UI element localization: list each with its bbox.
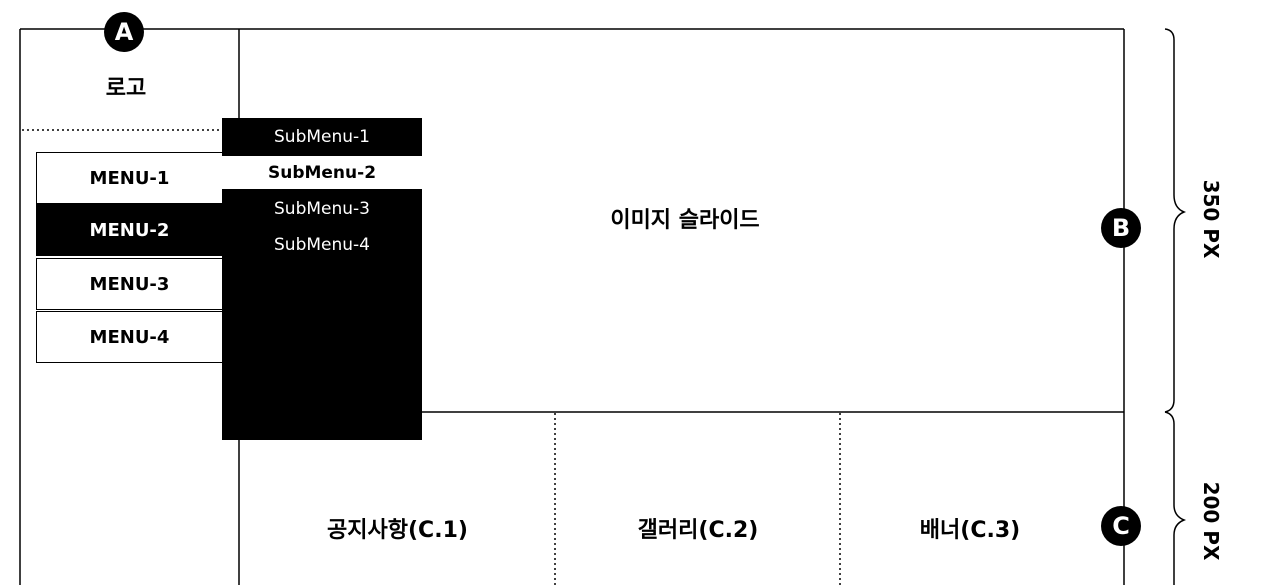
marker-b: B (1101, 208, 1141, 248)
submenu-panel: SubMenu-1 SubMenu-2 SubMenu-3 SubMenu-4 (222, 118, 422, 440)
submenu-item-2[interactable]: SubMenu-2 (222, 156, 422, 189)
dimension-bottom-label: 200 PX (1199, 481, 1223, 561)
logo[interactable]: 로고 (105, 76, 147, 101)
submenu-item-3[interactable]: SubMenu-3 (274, 198, 370, 219)
menu-item-3[interactable]: MENU-3 (36, 258, 223, 310)
marker-a: A (104, 12, 144, 52)
marker-c: C (1101, 506, 1141, 546)
submenu-item-1[interactable]: SubMenu-1 (274, 126, 370, 147)
section-gallery[interactable]: 갤러리(C.2) (637, 518, 759, 543)
menu-item-4[interactable]: MENU-4 (36, 311, 223, 363)
submenu-item-4[interactable]: SubMenu-4 (274, 234, 370, 255)
image-slider[interactable]: 이미지 슬라이드 (610, 208, 760, 233)
dimension-top-label: 350 PX (1199, 179, 1223, 259)
menu-item-1[interactable]: MENU-1 (36, 152, 223, 204)
section-banner[interactable]: 배너(C.3) (919, 518, 1021, 543)
menu-item-2[interactable]: MENU-2 (36, 204, 223, 256)
section-notice[interactable]: 공지사항(C.1) (327, 518, 468, 543)
